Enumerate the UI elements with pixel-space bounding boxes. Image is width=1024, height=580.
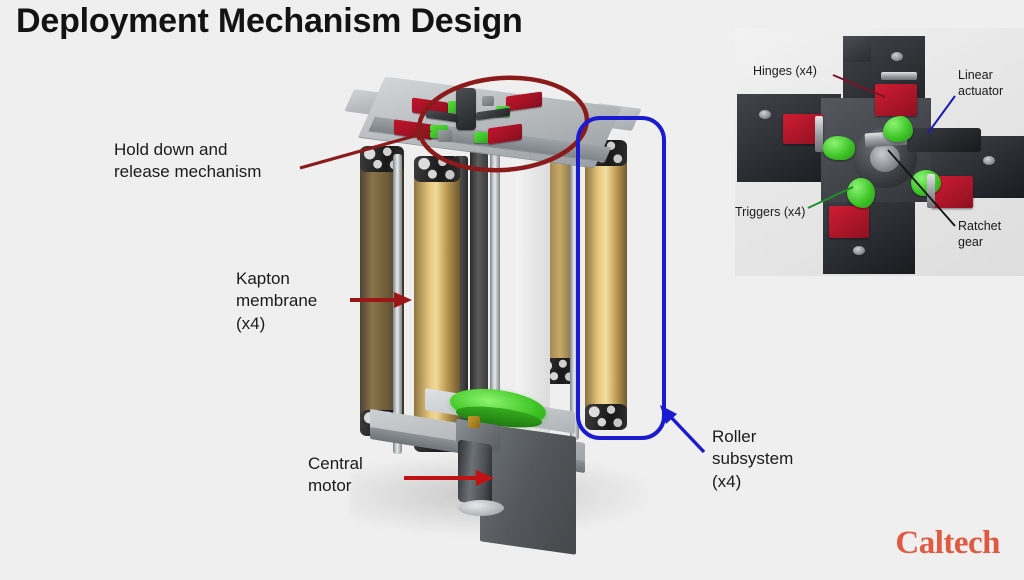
inset-label-triggers: Triggers (x4) — [735, 205, 806, 219]
guide-shaft-left — [815, 116, 823, 152]
inset-bolt-4 — [853, 246, 865, 255]
inset-label-linear-actuator: Linear actuator — [958, 68, 1004, 98]
central-motor-body — [458, 439, 492, 507]
hinge-block-top — [875, 84, 917, 116]
caltech-wordmark: Caltech — [895, 525, 1000, 561]
annotation-central-motor-label: Central motor — [308, 454, 363, 496]
inset-label-hinges: Hinges (x4) — [753, 64, 817, 78]
annotation-hold-down-label: Hold down and release mechanism — [114, 140, 262, 182]
inset-label-ratchet-gear: Ratchet gear — [958, 219, 1002, 249]
central-column — [470, 150, 488, 440]
inset-bolt-3 — [983, 156, 995, 165]
roller-cap-bottom — [585, 404, 627, 430]
actuator-body-top — [456, 88, 476, 130]
roller-body — [585, 142, 627, 428]
linear-actuator-housing — [907, 128, 981, 152]
guide-shaft-right — [927, 174, 935, 208]
cad-render-deployment-mechanism — [330, 70, 690, 555]
motor-brass-fitting — [468, 416, 480, 428]
trigger-bottom — [847, 178, 875, 208]
ratchet-gear-bore — [870, 144, 900, 172]
pivot-bracket-left — [438, 130, 452, 142]
motor-base-disc — [458, 500, 504, 516]
inset-bolt-2 — [759, 110, 771, 119]
inset-bolt-1 — [891, 52, 903, 61]
guide-shaft-top — [881, 72, 917, 80]
hinge-block-bottom — [829, 206, 869, 238]
inset-arm-top-wing — [843, 36, 871, 62]
pivot-bracket-right — [482, 96, 494, 106]
annotation-roller-subsystem-label: Roller subsystem (x4) — [712, 427, 794, 491]
frame-rail-center — [490, 146, 500, 446]
trigger-top — [883, 116, 913, 142]
page-title: Deployment Mechanism Design — [16, 2, 523, 40]
trigger-left — [823, 136, 855, 160]
roller-cap-top — [414, 156, 460, 182]
trigger-part-4 — [474, 132, 488, 143]
kapton-roller-front-right — [585, 140, 627, 430]
frame-rail-right — [570, 140, 579, 440]
annotation-kapton-label: Kapton membrane (x4) — [236, 269, 318, 333]
frame-rail-left — [393, 154, 402, 454]
